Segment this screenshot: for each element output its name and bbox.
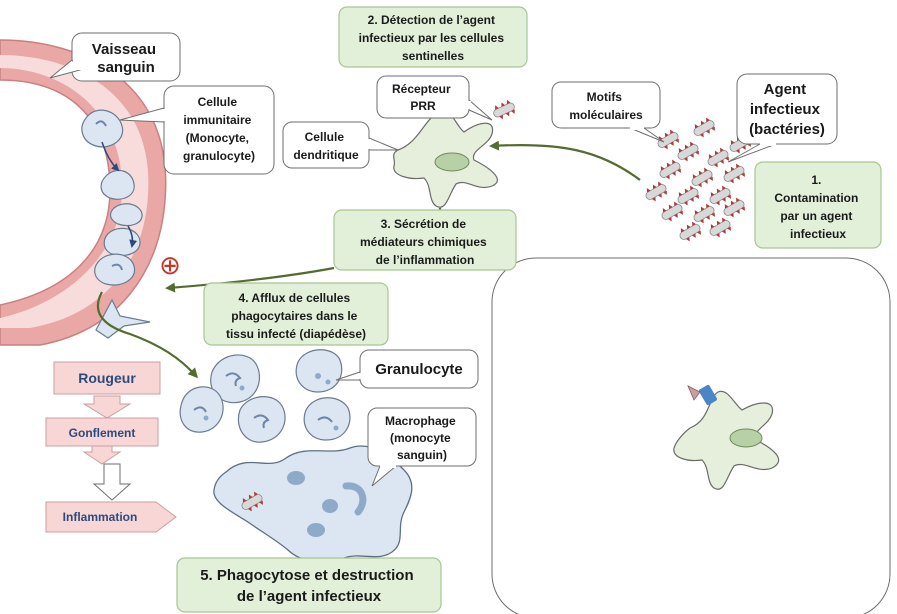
immune-cell-line3: (Monocyte, bbox=[186, 131, 249, 145]
svg-text:5. Phagocytose et destruction: 5. Phagocytose et destruction de l’agent… bbox=[200, 567, 418, 605]
macrophage bbox=[213, 445, 413, 563]
blood-vessel bbox=[0, 39, 167, 346]
svg-text:3. Sécrétion de médiateu: 3. Sécrétion de médiateurs chimiques de … bbox=[360, 217, 490, 267]
symptom-rougeur: Rougeur bbox=[78, 370, 136, 386]
callout-prr: Récepteur PRR bbox=[376, 75, 493, 121]
svg-text:Agent infectieux (: Agent infectieux (bactéries) bbox=[749, 81, 825, 138]
vessel-label-line2: sanguin bbox=[97, 59, 155, 76]
step-1-box: 1. Contamination par un agent infectieux bbox=[754, 161, 882, 249]
process-arrows bbox=[96, 140, 641, 379]
callout-agent: Agent infectieux (bactéries) bbox=[727, 73, 838, 163]
step5-line1: 5. Phagocytose et destruction bbox=[200, 567, 413, 584]
svg-text:Macrophage (monocyte: Macrophage (monocyte sanguin) bbox=[385, 414, 459, 462]
agent-line2: infectieux bbox=[750, 101, 821, 118]
step2-line3: sentinelles bbox=[402, 49, 464, 63]
immune-cell-line4: granulocyte) bbox=[183, 149, 255, 163]
svg-text:Motifs moléculaires: Motifs moléculaires bbox=[569, 90, 643, 122]
callout-dendritic: Cellule dendritique bbox=[282, 121, 399, 169]
step-4-box: 4. Afflux de cellules phagocytaires dans… bbox=[203, 282, 389, 346]
granulocyte-label: Granulocyte bbox=[375, 361, 463, 378]
callout-granulocyte: Granulocyte bbox=[335, 349, 479, 389]
macrophage-line3: sanguin) bbox=[397, 448, 447, 462]
dendritic-line2: dendritique bbox=[293, 148, 359, 162]
vessel-immune-cells bbox=[81, 109, 151, 339]
svg-text:Cellule immunitaire: Cellule immunitaire (Monocyte, granulocy… bbox=[183, 95, 255, 163]
prr-line2: PRR bbox=[410, 99, 436, 113]
dendritic-line1: Cellule bbox=[305, 130, 345, 144]
step-2-box: 2. Détection de l’agent infectieux par l… bbox=[338, 6, 528, 68]
step4-line3: tissu infecté (diapédèse) bbox=[226, 327, 366, 341]
immune-cell-line2: immunitaire bbox=[183, 113, 251, 127]
step5-line2: de l’agent infectieux bbox=[237, 588, 382, 605]
step1-line1: 1. bbox=[811, 173, 821, 187]
bacterium-on-receptor bbox=[490, 97, 518, 123]
immune-cell-line1: Cellule bbox=[198, 95, 238, 109]
symptom-gonflement: Gonflement bbox=[69, 426, 136, 440]
agent-line1: Agent bbox=[764, 81, 807, 98]
motifs-line2: moléculaires bbox=[569, 108, 643, 122]
svg-text:2. Détection de l’agent: 2. Détection de l’agent infectieux par l… bbox=[359, 13, 508, 63]
symptom-arrow-3 bbox=[92, 463, 132, 501]
macrophage-line1: Macrophage bbox=[385, 414, 456, 428]
symptom-rougeur-box bbox=[53, 361, 161, 395]
vessel-label-line1: Vaisseau bbox=[92, 41, 156, 58]
granulocyte-group bbox=[179, 349, 351, 443]
prr-line1: Récepteur bbox=[392, 82, 451, 96]
step-3-box: 3. Sécrétion de médiateurs chimiques de … bbox=[333, 209, 517, 271]
vessel-cell-path-arrows bbox=[101, 141, 138, 248]
zoom-dendritic-cell bbox=[673, 384, 780, 490]
symptom-inflammation-box bbox=[45, 501, 177, 533]
symptom-arrow-2 bbox=[82, 445, 122, 465]
step2-line1: 2. Détection de l’agent bbox=[368, 13, 495, 27]
symptom-gonflement-box bbox=[45, 417, 159, 447]
svg-text:4. Afflux de cellules ph: 4. Afflux de cellules phagocytaires dans… bbox=[226, 291, 366, 341]
callout-vessel: Vaisseau sanguin bbox=[49, 32, 181, 82]
symptom-inflammation: Inflammation bbox=[63, 510, 138, 524]
svg-text:Cellule dendritique: Cellule dendritique bbox=[293, 130, 359, 162]
step3-line2: médiateurs chimiques bbox=[360, 235, 487, 249]
step1-line2: Contamination bbox=[774, 191, 858, 205]
symptom-flow: Rougeur Gonflement Inflammation bbox=[45, 361, 177, 533]
svg-text:Récepteur PRR: Récepteur PRR bbox=[392, 82, 454, 113]
macrophage-line2: (monocyte bbox=[390, 431, 451, 445]
svg-text:1. Contamination p: 1. Contamination par un agent infectieux bbox=[774, 173, 861, 241]
dendritic-cell bbox=[393, 110, 498, 208]
step3-line1: 3. Sécrétion de bbox=[381, 217, 467, 231]
step-5-box: 5. Phagocytose et destruction de l’agent… bbox=[176, 557, 442, 613]
callout-macrophage: Macrophage (monocyte sanguin) bbox=[367, 407, 477, 487]
svg-text:Vaisseau sanguin: Vaisseau sanguin bbox=[92, 41, 160, 76]
step4-line2: phagocytaires dans le bbox=[231, 309, 357, 323]
step1-line4: infectieux bbox=[790, 227, 846, 241]
agent-line3: (bactéries) bbox=[749, 121, 825, 138]
callout-motifs: Motifs moléculaires bbox=[551, 81, 665, 143]
step4-line1: 4. Afflux de cellules bbox=[239, 291, 351, 305]
symptom-arrow-1 bbox=[82, 395, 132, 419]
motifs-line1: Motifs bbox=[587, 90, 623, 104]
plus-symbol: ⊕ bbox=[159, 250, 181, 280]
step2-line2: infectieux par les cellules bbox=[359, 31, 505, 45]
step3-line3: de l’inflammation bbox=[376, 253, 475, 267]
step1-line3: par un agent bbox=[780, 209, 852, 223]
callout-immune-cell: Cellule immunitaire (Monocyte, granulocy… bbox=[119, 85, 275, 175]
